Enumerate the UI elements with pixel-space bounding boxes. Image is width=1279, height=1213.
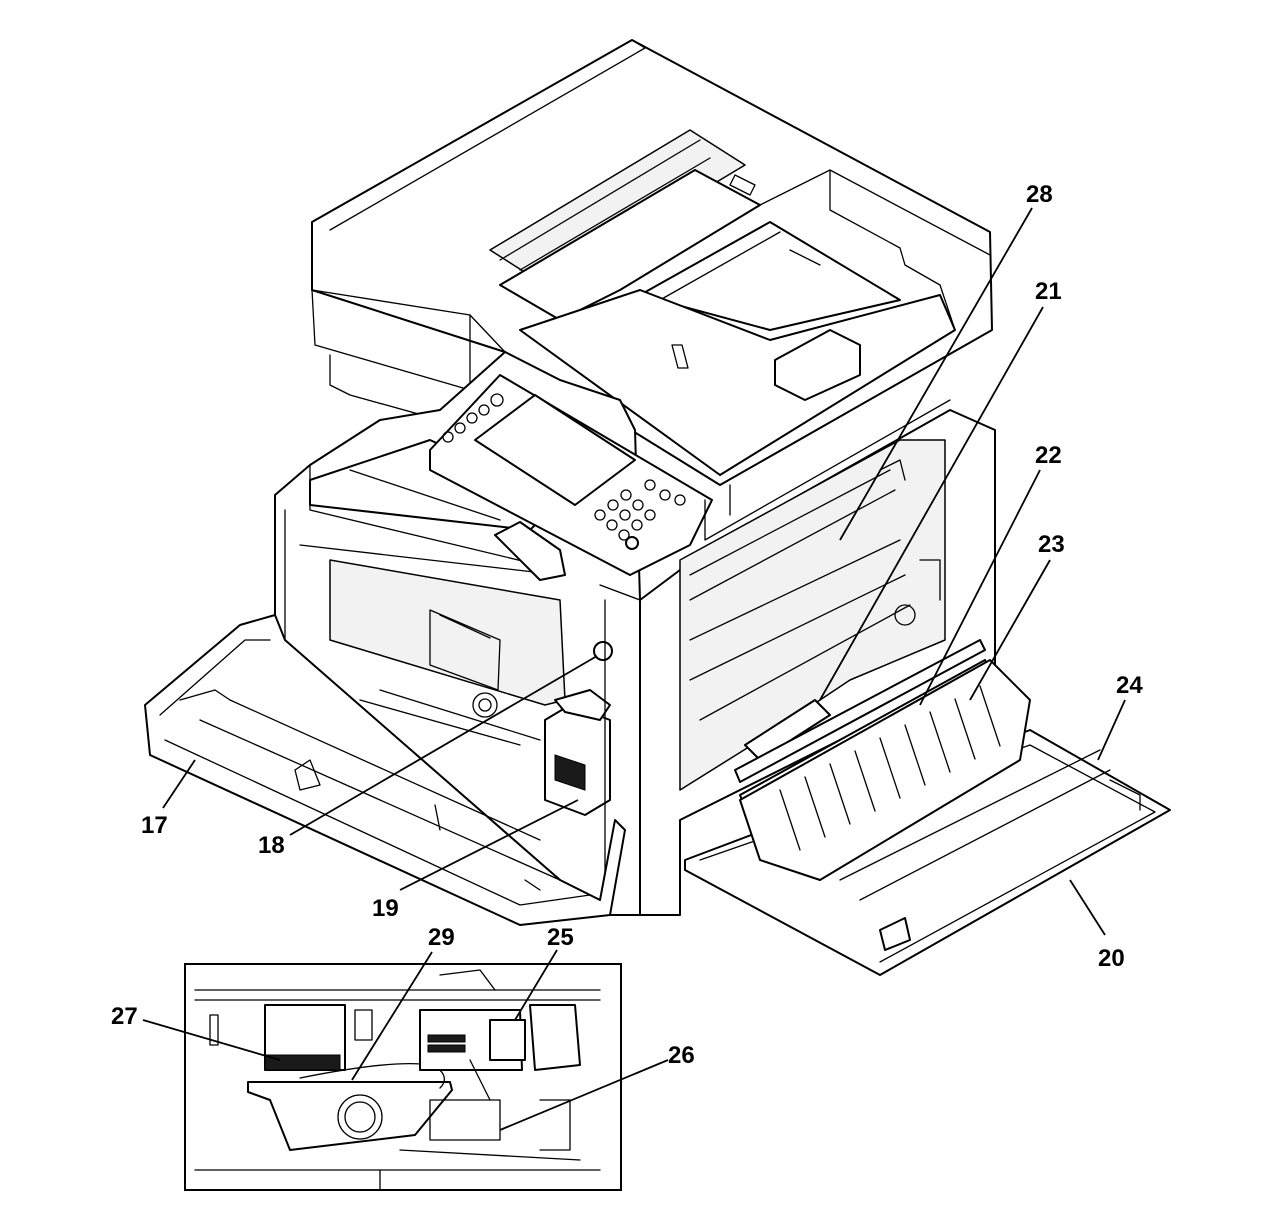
- callout-label-29: 29: [428, 924, 455, 951]
- front-cover: [144, 614, 626, 926]
- printer-illustration: [144, 39, 1171, 976]
- callout-label-19: 19: [372, 895, 399, 922]
- callout-labels: 17 18 19 20 21 22 23 24 25 26 27 28 29: [111, 181, 1143, 1131]
- rear-cover: [684, 659, 1171, 976]
- keypad: [594, 479, 686, 550]
- document-processor: [311, 39, 993, 486]
- leader-26: [499, 1059, 669, 1131]
- right-side-body: [639, 399, 996, 916]
- paper-guide-ribs: [779, 685, 1001, 851]
- leader-21: [819, 306, 1044, 701]
- leader-23: [969, 559, 1051, 701]
- leader-20: [1069, 879, 1106, 936]
- leader-28: [839, 207, 1033, 541]
- callout-label-22: 22: [1035, 442, 1062, 469]
- inset-detail-view: [184, 963, 622, 1191]
- callout-label-27: 27: [111, 1003, 138, 1030]
- callout-label-26: 26: [668, 1042, 695, 1069]
- callout-label-20: 20: [1098, 945, 1125, 972]
- leader-25: [514, 949, 558, 1021]
- callout-label-24: 24: [1116, 672, 1143, 699]
- callout-label-18: 18: [258, 832, 285, 859]
- leader-19: [399, 799, 579, 891]
- callout-label-28: 28: [1026, 181, 1053, 208]
- callout-label-23: 23: [1038, 531, 1065, 558]
- callout-label-21: 21: [1035, 278, 1062, 305]
- leader-24: [1097, 699, 1126, 761]
- operation-panel: [429, 374, 713, 576]
- leader-29: [351, 951, 433, 1081]
- leader-17: [162, 759, 196, 809]
- leader-22: [919, 469, 1041, 706]
- leader-27: [142, 1019, 281, 1061]
- callout-label-25: 25: [547, 924, 574, 951]
- leader-18: [289, 655, 598, 836]
- callout-label-17: 17: [141, 812, 168, 839]
